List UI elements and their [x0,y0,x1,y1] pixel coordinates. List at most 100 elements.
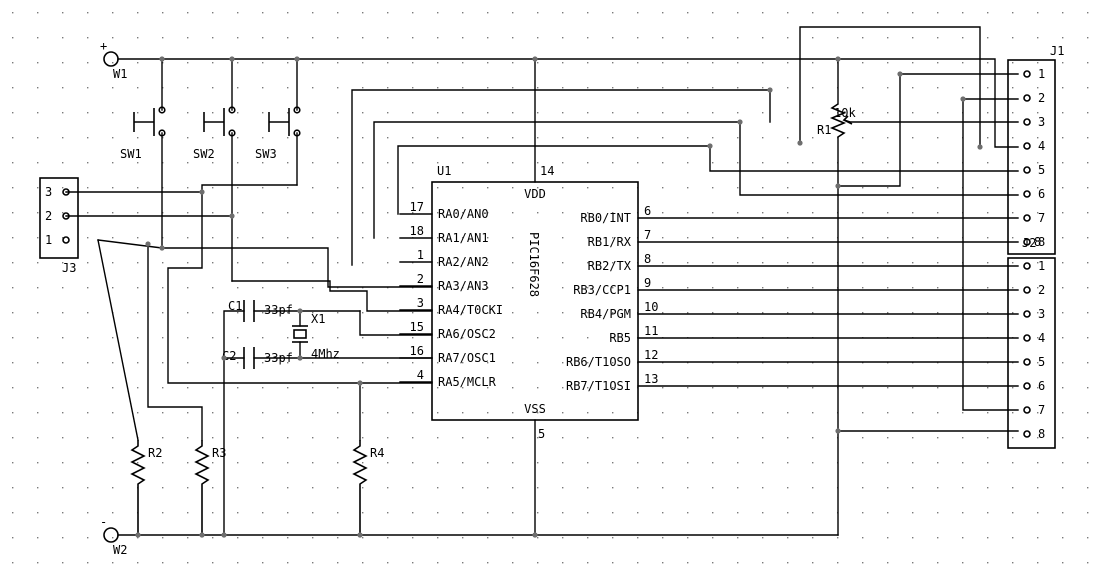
u1-pin-name-rb7-t1osi: RB7/T1OSI [566,379,631,393]
crystal-x1[interactable]: X1 4Mhz [292,310,340,361]
j3-pin-1: 1 [45,233,52,247]
terminal-w1[interactable]: + W1 [100,39,127,81]
u1-pin-number-ra3-an3: 2 [417,272,424,286]
capacitor-c1-label: C1 [228,299,242,313]
u1-pin-number-rb7-t1osi: 13 [644,372,658,386]
u1-pin-name-ra1-an1: RA1/AN1 [438,231,489,245]
u1-pin-name-rb1-rx: RB1/RX [588,235,632,249]
terminal-w2[interactable]: - W2 [100,515,127,557]
u1-pin-number-rb1-rx: 7 [644,228,651,242]
u1-pin-number-rb3-ccp1: 9 [644,276,651,290]
pot-r1-label: R1 [817,123,831,137]
u1-pin-number-ra6-osc2: 15 [410,320,424,334]
switch-sw3[interactable]: SW3 [255,106,301,186]
connector-j1: J1 [1007,44,1064,255]
resistor-r2[interactable]: R2 [130,440,162,535]
j1-pin-3: 3 [1038,115,1045,129]
u1-vdd-pin: 14 [540,164,554,178]
j3-label: J3 [62,261,76,275]
u1-pin-number-rb2-tx: 8 [644,252,651,266]
u1-pin-name-rb4-pgm: RB4/PGM [580,307,631,321]
vdd-rail [117,58,1019,183]
j2-pin-5: 5 [1038,355,1045,369]
capacitor-c2-value: 33pf [264,351,293,365]
u1-pin-name-rb5: RB5 [609,331,631,345]
j2-pin-4-dot [1023,334,1031,342]
j1-label: J1 [1050,44,1064,58]
terminal-w1-label: W1 [113,67,127,81]
j3-pin-3: 3 [45,185,52,199]
j1-pin-3-dot [1023,118,1031,126]
j2-pin-7: 7 [1038,403,1045,417]
u1-pin-name-ra6-osc2: RA6/OSC2 [438,327,496,341]
j1-pin-8-dot [1023,238,1031,246]
capacitor-c1[interactable]: C1 33pf [223,299,433,536]
u1-pin-name-rb2-tx: RB2/TX [588,259,632,273]
u1-pin-name-ra2-an2: RA2/AN2 [438,255,489,269]
j1-pin-4: 4 [1038,139,1045,153]
j1-pin-7-dot [1023,214,1031,222]
j2-pin-2-dot [1023,286,1031,294]
u1-pin-number-rb5: 11 [644,324,658,338]
j1-pin-6-dot [1023,190,1031,198]
j1-pin-5-dot [1023,166,1031,174]
u1-right-pins: 6RB0/INT7RB1/RX8RB2/TX9RB3/CCP110RB4/PGM… [566,204,658,393]
j2-pin-5-dot [1023,358,1031,366]
pot-r1[interactable]: R1 10k [817,58,856,187]
u1-pin-number-ra7-osc1: 16 [410,344,424,358]
u1-pin-number-rb4-pgm: 10 [644,300,658,314]
junction-dots [135,56,983,538]
j1-pin-2: 2 [1038,91,1045,105]
u1-pin-number-rb6-t1oso: 12 [644,348,658,362]
u1-pin-number-ra1-an1: 18 [410,224,424,238]
terminal-w2-sign: - [100,515,107,529]
u1-pin-name-ra7-osc1: RA7/OSC1 [438,351,496,365]
resistor-r4[interactable]: R4 [352,382,384,535]
u1-pin-number-ra2-an2: 1 [417,248,424,262]
j1-pin-4-dot [1023,142,1031,150]
j2-pin-7-dot [1023,406,1031,414]
j1-pin-1-dot [1023,70,1031,78]
u1-vdd-label: VDD [524,187,546,201]
switch-sw2[interactable]: SW2 [193,106,236,282]
j2-pin-6: 6 [1038,379,1045,393]
j2-pin-3: 3 [1038,307,1045,321]
resistor-r2-label: R2 [148,446,162,460]
j1-pin-1: 1 [1038,67,1045,81]
crystal-x1-label: X1 [311,312,325,326]
j3-pin-2: 2 [45,209,52,223]
j2-pin-1-dot [1023,262,1031,270]
j1-pin-2-dot [1023,94,1031,102]
j2-pin-8: 8 [1038,427,1045,441]
j1-pin-5: 5 [1038,163,1045,177]
j2-pin-4: 4 [1038,331,1045,345]
j2-pin-1: 1 [1038,259,1045,273]
j1-pin-7: 7 [1038,211,1045,225]
resistor-r3[interactable]: R3 [194,440,226,535]
resistor-r4-label: R4 [370,446,384,460]
switch-sw1[interactable]: SW1 [120,106,166,249]
j2-pin-3-dot [1023,310,1031,318]
j1-pins: 1 2 3 4 5 6 7 8 [1023,67,1045,249]
u1-pin-name-ra3-an3: RA3/AN3 [438,279,489,293]
pic-chip-u1[interactable]: U1 VDD VSS 14 5 PIC16F628 [431,164,639,441]
u1-pin-number-ra5-mclr: 4 [417,368,424,382]
j2-pin-2: 2 [1038,283,1045,297]
u1-pin-name-rb6-t1oso: RB6/T1OSO [566,355,631,369]
crystal-x1-value: 4Mhz [311,347,340,361]
j1-pin-6: 6 [1038,187,1045,201]
u1-pin-name-rb0-int: RB0/INT [580,211,631,225]
switch-sw1-label: SW1 [120,147,142,161]
resistor-r3-label: R3 [212,446,226,460]
j1-pin-8: 8 [1038,235,1045,249]
u1-vss-label: VSS [524,402,546,416]
terminal-w2-label: W2 [113,543,127,557]
switch-sw3-label: SW3 [255,147,277,161]
u1-label: U1 [437,164,451,178]
u1-vss-pin: 5 [538,427,545,441]
terminal-w1-sign: + [100,39,107,53]
j2-pins: 8 1 2 3 4 5 6 7 8 [1023,235,1045,441]
